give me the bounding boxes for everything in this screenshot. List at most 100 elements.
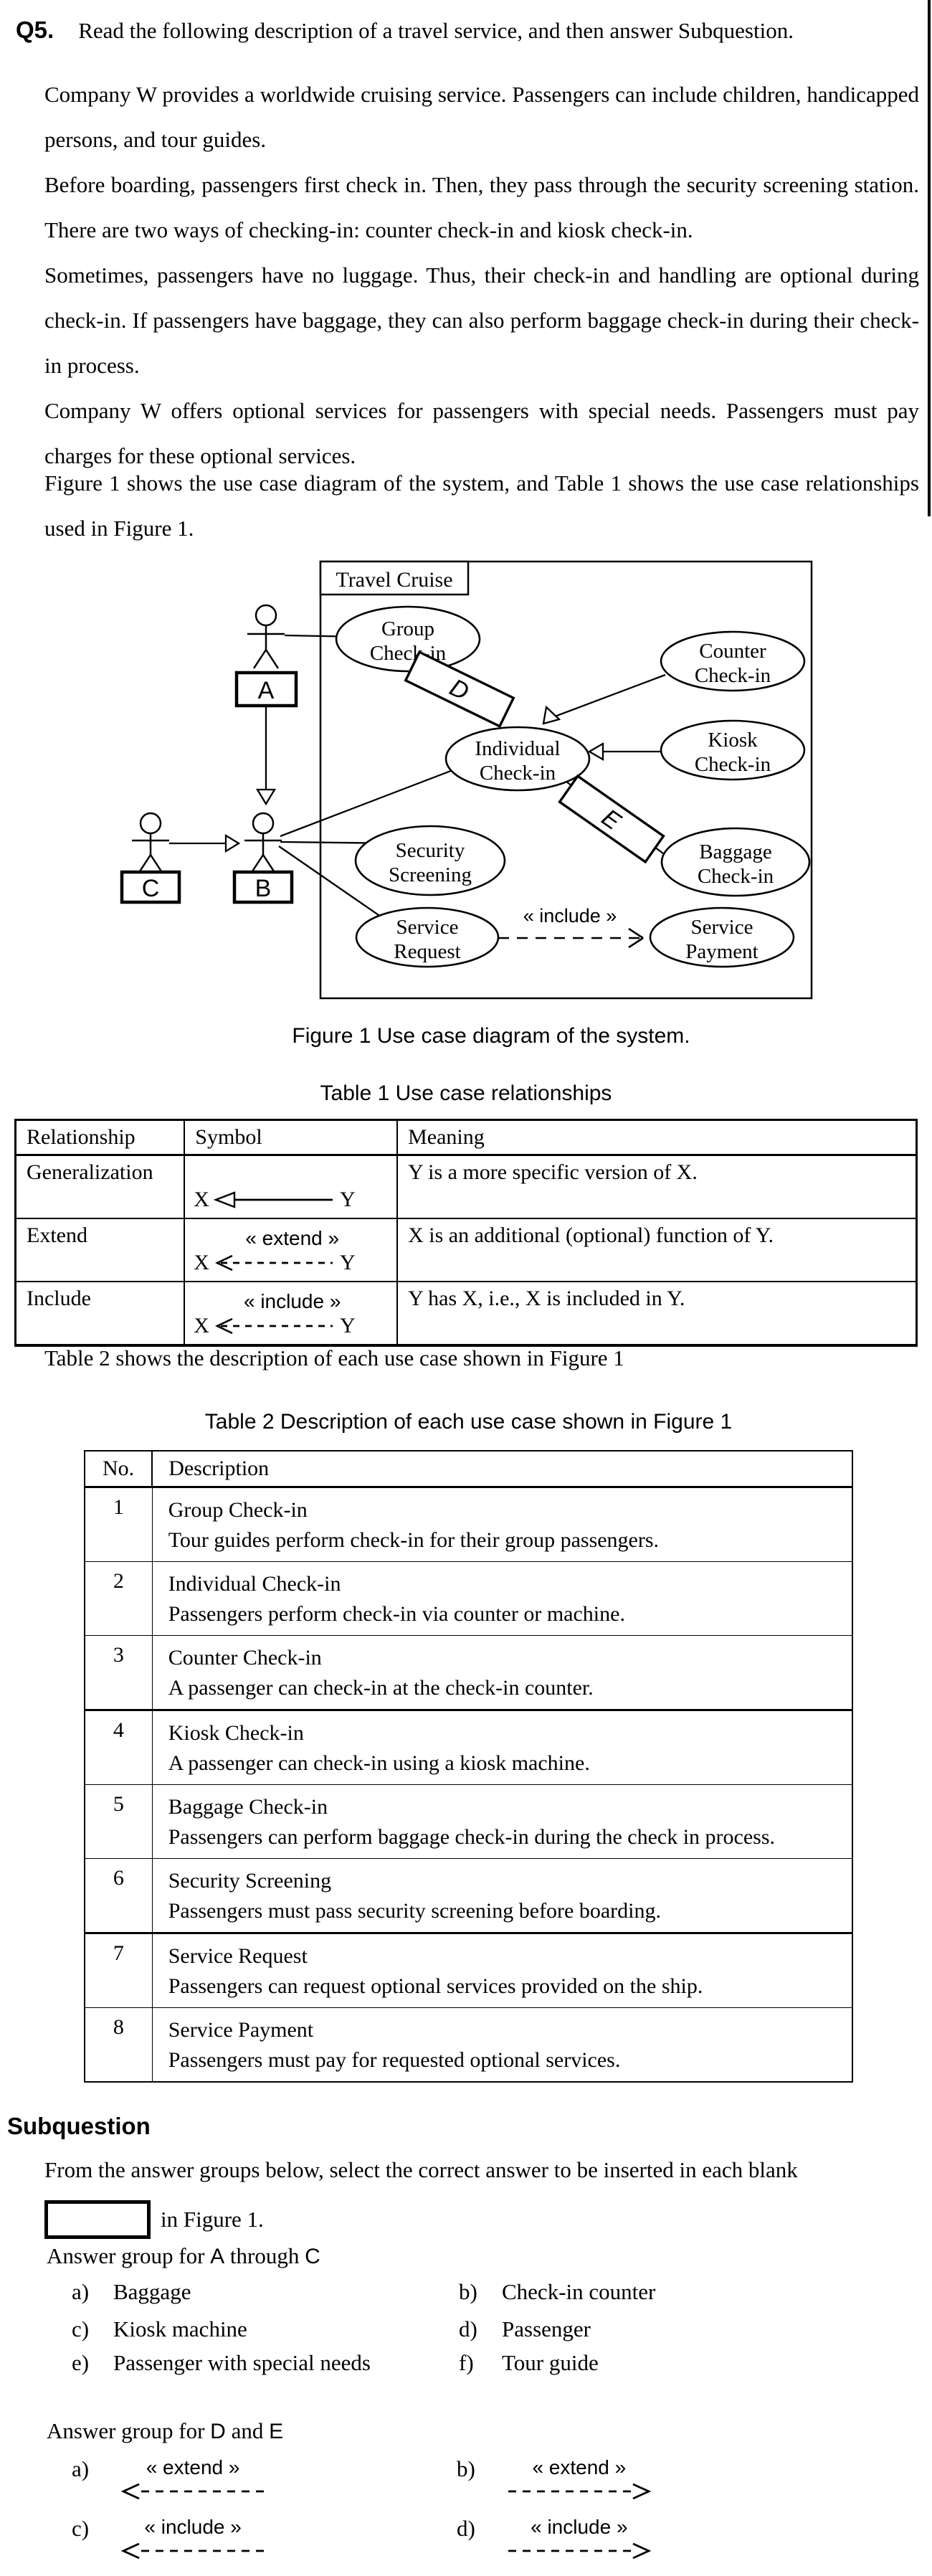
usecase-name: Kiosk Check-in <box>168 1721 304 1745</box>
actor-b <box>244 812 282 874</box>
dashed-arrow-left-icon <box>120 2542 265 2559</box>
actor-a-label: A <box>258 677 275 704</box>
usecase-name: Counter Check-in <box>168 1646 322 1670</box>
usecase-kiosk-checkin <box>660 719 806 781</box>
table1-row-generalization: Generalization X Y <box>14 1154 918 1219</box>
usecase-desc: Passengers must pay for requested option… <box>168 2048 621 2072</box>
usecase-desc: Passengers can perform baggage check-in … <box>168 1825 776 1849</box>
table2-header-no: No. <box>83 1450 153 1488</box>
ac-option-row-3: e) Passenger with special needs f) Tour … <box>0 2350 932 2386</box>
include-stereotype: « include » <box>243 1290 341 1312</box>
include-stereotype-label: « include » <box>523 905 617 927</box>
usecase-security-screening <box>354 825 506 896</box>
generalization-symbol-cell: X Y <box>184 1154 399 1219</box>
usecase-individual-checkin <box>444 726 591 792</box>
option-text: Check-in counter <box>502 2279 656 2304</box>
de-option-d: d) « include » <box>457 2516 655 2559</box>
subquestion-text: From the answer groups below, select the… <box>44 2157 798 2182</box>
usecase-name: Baggage Check-in <box>168 1795 328 1819</box>
triangle-actorA-actorB <box>255 788 277 806</box>
table2: No. Description 1 Group Check-in Tour gu… <box>83 1450 853 2083</box>
table2-row-4: 4 Kiosk Check-in A passenger can check-i… <box>84 1710 853 1785</box>
usecase-group-checkin <box>335 605 481 673</box>
generalization-arrowheads <box>224 705 604 853</box>
include-arrowhead <box>628 927 644 949</box>
figure-caption: Figure 1 Use case diagram of the system. <box>292 1024 690 1048</box>
table1: Relationship Symbol Meaning Generalizati… <box>14 1119 918 1347</box>
table2-row-2: 2 Individual Check-in Passengers perform… <box>84 1561 853 1636</box>
answer-group-de-heading: Answer group for D and E <box>47 2418 284 2443</box>
extend-dashed-arrow-icon <box>214 1254 333 1272</box>
usecase-name: Service Payment <box>168 2018 314 2042</box>
usecase-name: Service Request <box>168 1944 308 1968</box>
subquestion-blank-line: in Figure 1. <box>44 2200 264 2239</box>
option-text: Baggage <box>113 2279 191 2304</box>
row-number: 2 <box>84 1561 153 1636</box>
scan-artifact-line <box>928 0 931 516</box>
row-description: Service Payment Passengers must pay for … <box>151 2007 853 2083</box>
table2-row-5: 5 Baggage Check-in Passengers can perfor… <box>84 1784 853 1859</box>
table2-title: Table 2 Description of each use case sho… <box>204 1410 733 1434</box>
table1-row-include: Include « include » X Y <box>14 1281 918 1346</box>
stereotype-label: « include » <box>531 2516 628 2538</box>
actor-a-head <box>255 604 277 627</box>
row-description: Service Request Passengers can request o… <box>151 1933 853 2008</box>
row-number: 4 <box>84 1710 153 1785</box>
triangle-kiosk-individual <box>587 742 604 761</box>
option-letter: d) <box>457 2516 475 2541</box>
answer-group-ac-heading: Answer group for A through C <box>47 2243 320 2268</box>
question-text: Read the following description of a trav… <box>78 18 794 43</box>
relationship-meaning: Y is a more specific version of X. <box>396 1154 918 1219</box>
use-case-ellipses <box>335 605 811 968</box>
option-text: Tour guide <box>502 2350 599 2375</box>
blank-suffix-text: in Figure 1. <box>161 2207 264 2232</box>
table1-header-relationship: Relationship <box>14 1119 186 1156</box>
symbol-x: X <box>194 1251 209 1274</box>
stereotype-label: « extend » <box>532 2456 627 2478</box>
system-boundary <box>319 560 813 1000</box>
usecase-name: Individual Check-in <box>168 1572 341 1596</box>
relationship-name: Generalization <box>14 1154 186 1219</box>
de-option-b: b) « extend » <box>457 2456 655 2499</box>
actor-c <box>132 812 169 874</box>
table1-title: Table 1 Use case relationships <box>320 1081 612 1105</box>
table1-header-row: Relationship Symbol Meaning <box>14 1119 918 1156</box>
extend-symbol-cell: « extend » X Y <box>184 1218 399 1282</box>
symbol-y: Y <box>339 1314 356 1337</box>
generalization-arrow-icon <box>213 1191 333 1208</box>
option-letter: b) <box>457 2456 475 2481</box>
row-number: 6 <box>84 1858 153 1934</box>
actor-b-label: B <box>255 875 272 902</box>
table2-header-description: Description <box>151 1450 853 1488</box>
dashed-arrow-right-icon <box>508 2542 652 2559</box>
actor-b-label-box <box>232 870 294 904</box>
usecase-name: Group Check-in <box>168 1498 308 1522</box>
stereotype-label: « extend » <box>146 2456 240 2478</box>
actor-a-label-box <box>234 671 298 708</box>
paragraph-4: Company W offers optional services for p… <box>44 398 919 468</box>
blank-box-d: D <box>404 650 515 729</box>
symbol-x: X <box>194 1188 209 1211</box>
triangle-counter-individual <box>542 705 561 725</box>
usecase-desc: Passengers can request optional services… <box>168 1974 703 1998</box>
counter-individual-line <box>548 673 666 720</box>
dashed-arrow-right-icon <box>508 2483 652 2499</box>
option-letter: d) <box>459 2316 477 2341</box>
table2-row-8: 8 Service Payment Passengers must pay fo… <box>84 2007 853 2083</box>
dashed-arrow-left-icon <box>120 2483 265 2499</box>
extend-stereotype: « extend » <box>245 1227 340 1249</box>
option-letter: b) <box>459 2279 477 2304</box>
table2-header-row: No. Description <box>83 1450 853 1488</box>
de-option-c: c) « include » <box>72 2516 268 2559</box>
option-letter: a) <box>72 2456 90 2481</box>
blank-answer-box <box>44 2200 151 2239</box>
option-text: Kiosk machine <box>113 2316 247 2341</box>
row-number: 1 <box>84 1487 153 1562</box>
row-description: Kiosk Check-in A passenger can check-in … <box>151 1710 853 1785</box>
